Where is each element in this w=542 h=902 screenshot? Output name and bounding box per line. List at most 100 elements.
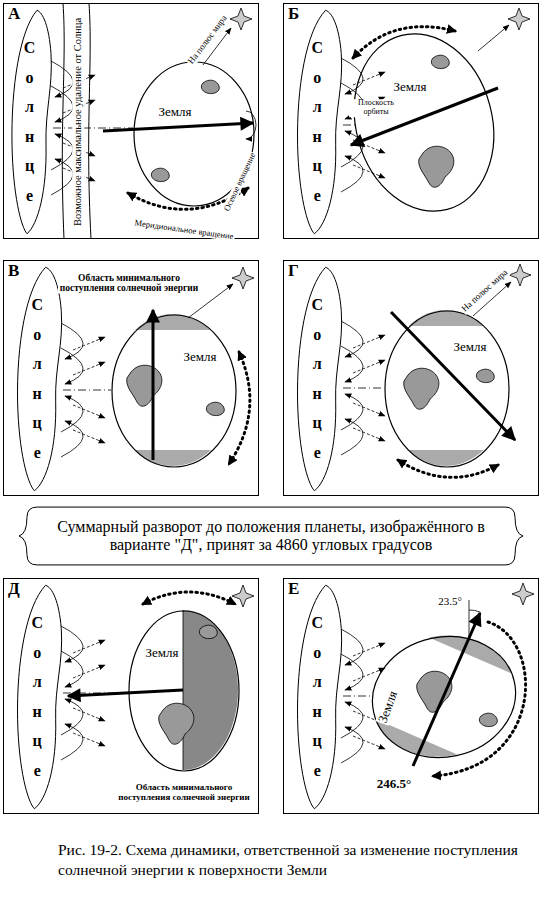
- field-line: [341, 629, 363, 665]
- field-line: [61, 323, 83, 359]
- continent: [206, 402, 224, 415]
- radiation-arrow: [353, 360, 385, 373]
- earth-outline-path: [385, 311, 509, 467]
- continent: [159, 703, 194, 744]
- panel-letter: А: [8, 5, 20, 24]
- earth-globe: Земля: [372, 636, 516, 758]
- polar-caps: [103, 310, 243, 470]
- panel-letter: В: [8, 262, 19, 281]
- continent: [404, 368, 439, 409]
- panel-b-drawing: [341, 8, 530, 192]
- orbit-plane-line: [343, 696, 373, 697]
- pole-star: [508, 8, 530, 30]
- solar-radiation: [61, 323, 111, 457]
- panel-frame: Солнце Земля В Область минимального поступл…: [3, 260, 259, 496]
- panel-frame: СолнцеЗемляЕ23.5°246.5°: [283, 578, 539, 814]
- annotation-label: На полюс мира: [186, 13, 230, 67]
- field-line: [61, 348, 83, 384]
- solar-radiation: [341, 321, 385, 455]
- rotation-arc: [398, 460, 498, 477]
- panel-letter: Г: [288, 262, 299, 281]
- sun-label: Солнце: [29, 290, 45, 468]
- field-line: [61, 421, 83, 457]
- banner-text: Суммарный разворот до положения планеты,…: [41, 518, 501, 553]
- continent: [199, 625, 217, 638]
- pole-star: [230, 8, 252, 30]
- earth-label: Земля: [375, 688, 400, 726]
- radiation-arrow: [73, 733, 105, 746]
- boundary-line: [89, 3, 91, 239]
- solar-radiation: [341, 58, 385, 192]
- radiation-arrow: [73, 708, 105, 721]
- sun-outline-path: [298, 585, 342, 808]
- field-line: [61, 724, 83, 760]
- orbit-plane-line: [343, 125, 355, 126]
- sun-shape: Солнце: [292, 265, 348, 493]
- annotation-label: Осевое вращение: [222, 150, 258, 213]
- earth-label: Земля: [183, 350, 218, 364]
- earth-globe: Земля: [112, 315, 236, 467]
- sun-label: Солнце: [309, 290, 325, 468]
- radiation-arrow: [73, 362, 105, 375]
- annotation-label: На полюс мира: [459, 267, 511, 315]
- radiation-arrow: [353, 335, 385, 348]
- vertical-reference: [469, 600, 470, 638]
- polar-caps: [378, 306, 518, 470]
- sun-shape: Солнце: [7, 8, 57, 236]
- earth-outline: [354, 34, 494, 211]
- rotation-arc: [353, 27, 455, 58]
- annotation-label: 246.5°: [376, 777, 412, 791]
- pole-arrow: [478, 25, 509, 51]
- field-line: [341, 394, 363, 430]
- earth-label: Земля: [145, 646, 180, 660]
- field-line: [51, 61, 73, 97]
- sun-shape: Солнце: [292, 583, 348, 811]
- panel-frame: Солнце Земля Г На полюс мира: [283, 260, 539, 496]
- panel-frame: СолнцеЗемляДОбласть минимального поступл…: [3, 578, 259, 814]
- sun-shape: Солнце: [12, 583, 68, 811]
- earth-globe: Земля: [354, 34, 494, 211]
- panel-frame: СолнцеЗемляАВозможное максимальное удале…: [3, 3, 259, 239]
- earth-outline: [129, 611, 239, 771]
- radiation-arrow: [353, 403, 385, 416]
- field-line: [61, 396, 83, 432]
- sun-shape: Солнце: [292, 8, 348, 236]
- annotation-label: 23.5°: [437, 595, 463, 607]
- illustration-part: [103, 310, 243, 330]
- annotation-label: Меридиональное вращение: [133, 218, 235, 241]
- banner-outline-path: [19, 507, 523, 565]
- sun-label: Солнце: [22, 33, 38, 211]
- angle-arc: [469, 610, 480, 612]
- earth-outline-path: [335, 18, 513, 227]
- axis-arrow: [68, 690, 183, 696]
- earth-outline: [112, 315, 236, 467]
- rotation-arc: [143, 592, 235, 604]
- field-line: [61, 651, 83, 687]
- solar-radiation: [341, 629, 385, 763]
- radiation-arrow: [73, 337, 105, 350]
- continent: [479, 713, 497, 726]
- earth-outline: [385, 311, 509, 467]
- panel-g-drawing: [341, 264, 531, 477]
- orbit-plane-line: [63, 390, 111, 391]
- field-line: [61, 626, 83, 662]
- sun-label: Солнце: [29, 608, 45, 786]
- earth-globe: Земля: [385, 311, 509, 467]
- sun-outline-path: [12, 10, 51, 233]
- continent: [431, 55, 449, 68]
- continent: [419, 146, 454, 187]
- radiation-arrow: [73, 430, 105, 443]
- radiation-arrow: [73, 640, 105, 653]
- radiation-arrow: [353, 736, 385, 749]
- panel-frame: СолнцеЗемляБПлоскость орбиты: [283, 3, 539, 239]
- boundary-line: [62, 3, 64, 239]
- radiation-arrow: [73, 665, 105, 678]
- earth-outline-path: [361, 623, 527, 770]
- axis-arrow: [152, 310, 155, 460]
- sun-outline-path: [18, 585, 62, 808]
- rotation-arc: [433, 622, 526, 776]
- sun-label: Солнце: [309, 33, 325, 211]
- illustration-part: [370, 592, 542, 692]
- annotation-label: Область минимального поступления солнечн…: [58, 273, 200, 294]
